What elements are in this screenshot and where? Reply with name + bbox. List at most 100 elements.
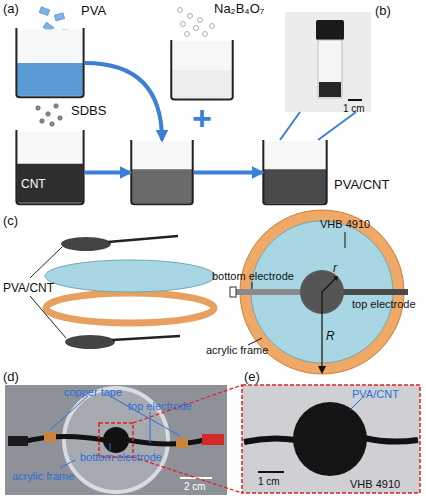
particle: [46, 112, 51, 117]
leader-line: [252, 282, 253, 289]
annotation-label: acrylic frame: [12, 470, 74, 482]
cable: [22, 436, 104, 442]
process-arrow: [194, 171, 262, 175]
borax-particles: [178, 8, 215, 37]
annotation-label: R: [326, 330, 335, 343]
leader-line: [50, 396, 88, 430]
beaker-shape: [170, 40, 234, 100]
beaker-liquid: [264, 169, 326, 203]
vial-glass: [318, 40, 342, 98]
particle: [58, 116, 63, 121]
terminal: [230, 287, 236, 297]
scale-bar: [258, 471, 284, 473]
annotation-label: PVA/CNT: [352, 388, 399, 400]
particle: [203, 32, 208, 37]
acrylic-ring: [46, 293, 214, 323]
particle: [181, 22, 186, 27]
copper-tape: [44, 432, 56, 442]
bottom-electrode: [65, 335, 115, 349]
particle: [54, 104, 59, 109]
beaker-glass: [264, 141, 326, 203]
process-arrow: [85, 171, 130, 175]
beaker-label: PVA: [81, 4, 106, 18]
scale-bar: [348, 99, 362, 101]
annotation-label: (c): [3, 214, 18, 228]
process-arrow: [85, 63, 162, 140]
exploded-view: [30, 236, 215, 349]
cable: [364, 438, 418, 442]
vial-cap: [316, 20, 344, 40]
radius-arrow: [322, 277, 337, 292]
beaker-glass: [17, 132, 83, 204]
beaker-label: SDBS: [71, 104, 106, 118]
annotation-label: 1 cm: [343, 103, 365, 114]
annotation-label: copper tape: [64, 386, 122, 398]
photo-background: [5, 385, 227, 495]
arrow-head: [318, 366, 326, 374]
annotation-label: 1 cm: [258, 476, 280, 487]
particle: [210, 24, 215, 29]
electrode-lead: [112, 336, 180, 340]
beaker-shape: [15, 28, 85, 98]
cable: [244, 438, 296, 442]
leader-line: [60, 460, 75, 468]
photo-background: [285, 12, 371, 112]
leader-line: [345, 232, 346, 248]
particle: [188, 14, 193, 19]
beaker: SDBSCNT: [15, 130, 85, 205]
electrode: [103, 427, 129, 453]
beaker-shape: [262, 140, 328, 205]
annotation-label: top electrode: [128, 400, 192, 412]
beaker-glass: [17, 29, 83, 96]
annotation-label: (a): [3, 2, 19, 16]
leader-line: [110, 443, 111, 450]
flake: [39, 7, 50, 16]
particle: [36, 106, 41, 111]
arrow-head: [333, 276, 338, 281]
particle: [185, 32, 190, 37]
link-line: [280, 112, 300, 140]
leader-line: [30, 296, 66, 338]
black-clip: [8, 436, 28, 446]
beaker-label: PVA/CNT: [334, 178, 389, 192]
zoom-photo: [242, 385, 420, 493]
beaker-outline: [16, 28, 83, 97]
annotation-label: acrylic frame: [206, 344, 268, 356]
beaker-outline: [263, 140, 326, 204]
annotation-label: 2 cm: [184, 481, 206, 492]
electrode: [293, 402, 367, 476]
beaker: PVA/CNT: [262, 140, 328, 205]
beaker-glass: [132, 141, 192, 203]
particle: [198, 18, 203, 23]
leader-line: [30, 247, 62, 278]
beaker-label: CNT: [21, 178, 46, 191]
vial-photo: [280, 12, 371, 140]
beaker-outline: [131, 140, 192, 204]
annotation-label: r: [333, 262, 337, 275]
beaker-outline: [171, 40, 232, 99]
annotation-label: VHB 4910: [320, 218, 370, 230]
annotation-label: (b): [375, 4, 391, 18]
leader-line: [248, 338, 262, 345]
beaker-shape: [15, 130, 85, 205]
beaker: +: [130, 140, 194, 205]
annotation-label: top electrode: [352, 298, 416, 310]
beaker-liquid: [132, 169, 192, 203]
particle: [194, 26, 199, 31]
sdbs-particles: [36, 104, 63, 127]
annotation-label: bottom electrode: [212, 270, 294, 282]
annotation-label: VHB 4910: [350, 478, 400, 490]
beaker: Na₂B₄O₇: [170, 40, 234, 100]
beaker-outline: [16, 130, 83, 204]
radius-arrow: [321, 292, 322, 372]
annotation-label: PVA/CNT: [3, 282, 54, 295]
electrode-lead: [108, 236, 178, 242]
particle: [50, 122, 55, 127]
link-line: [318, 112, 356, 140]
beaker: PVA: [15, 28, 85, 98]
flake: [54, 13, 64, 21]
